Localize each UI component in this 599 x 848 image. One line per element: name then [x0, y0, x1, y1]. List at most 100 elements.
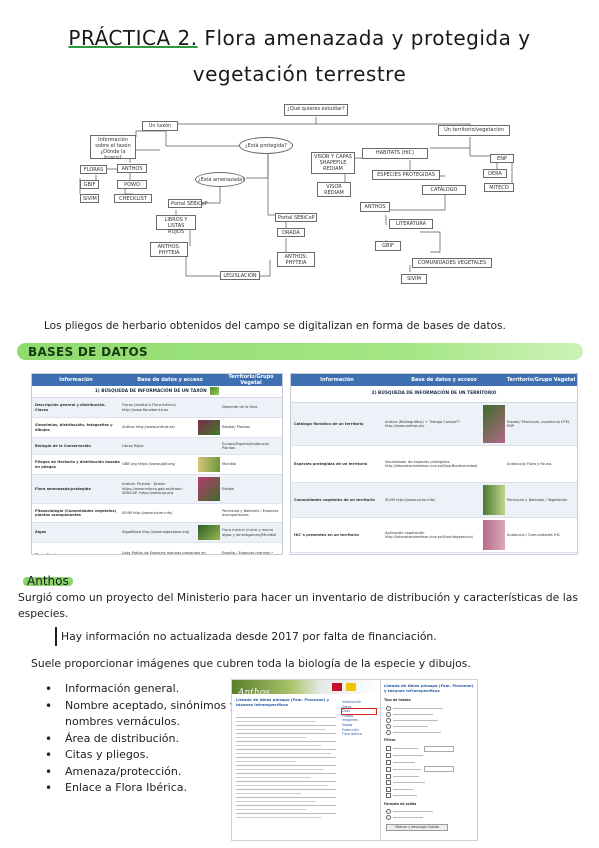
node-powo: POWO	[117, 180, 147, 189]
anthos-heading: Anthos	[27, 574, 69, 588]
radio-button[interactable]	[386, 711, 391, 717]
cell-territorio: Península y Baleares / Vegetación	[507, 497, 568, 502]
cell-info: Pliegos de Herbario y distribución basad…	[35, 460, 120, 469]
node-libros-rojos: LIBROS Y LISTAS ROJOS	[156, 215, 196, 235]
table-taxon-body: Descripción general y distribución. Clav…	[32, 398, 282, 555]
list-item: Nombre aceptado, sinónimos y nombres ver…	[43, 698, 250, 731]
node-habitats: HABITATS (HIC)	[362, 148, 428, 159]
list-item: Información general.	[43, 681, 250, 698]
node-un-taxon: Un taxón	[142, 121, 178, 131]
cell-territorio: Estatal/ Municipio, cuadrícula UTM, ENP	[507, 419, 570, 428]
cell-territorio: España / Especies marinas * También de H…	[222, 550, 273, 555]
cell-territorio: Península y Baleares / Especies acompaña…	[222, 508, 279, 517]
node-comunidades: COMUNIDADES VEGETALES	[412, 258, 492, 268]
page-title-prefix: PRÁCTICA 2.	[68, 26, 198, 50]
list-item: Área de distribución.	[43, 731, 250, 748]
cell-db: Floras (estatal o Flora Ibérica) http://…	[122, 403, 176, 412]
form-section-filtros: Filtros	[384, 737, 396, 742]
flag-icon	[332, 683, 342, 691]
form-radio-group	[381, 705, 477, 735]
cell-territorio: Andalucía/ Flora y Fauna.	[507, 461, 553, 466]
radio-button[interactable]	[386, 723, 391, 729]
node-sivim-right: SIVIM	[401, 274, 427, 284]
table-territorio-header: Información Base de datos y acceso Terri…	[291, 374, 577, 386]
filter-select[interactable]	[424, 766, 454, 773]
node-checklist: CHECKLIST	[114, 194, 152, 203]
col-header-terr: Territorio/Grupo Vegetal	[506, 377, 576, 383]
menu-item[interactable]: Información	[342, 700, 361, 704]
cell-info: Catálogo florístico de un territorio	[294, 421, 364, 426]
radio-button[interactable]	[386, 729, 391, 735]
menu-item[interactable]: Protección	[342, 727, 359, 732]
menu-item[interactable]: Pliegos	[342, 713, 354, 718]
checkbox[interactable]	[386, 753, 391, 759]
node-floras: FLORAS	[80, 165, 107, 174]
anthos-paragraph-2: Suele proporcionar imágenes que cubren t…	[31, 657, 471, 670]
table-row: Flora amenazada/protegida Anthos: Phyteia…	[32, 475, 282, 504]
anthos-website-screenshot: Anthos Listado de Abies pinsapo (Fam. Pi…	[231, 679, 381, 841]
menu-item[interactable]: Imágenes	[342, 718, 358, 723]
checkbox[interactable]	[386, 773, 391, 779]
page-title-line-1: PRÁCTICA 2. Flora amenazada y protegida …	[0, 26, 599, 50]
form-filter-group	[381, 745, 477, 799]
cell-info: Especies protegidas de un territorio	[294, 461, 368, 466]
intro-paragraph: Los pliegos de herbario obtenidos del ca…	[44, 320, 506, 332]
checkbox[interactable]	[386, 746, 391, 752]
menu-item[interactable]: Mapas	[342, 722, 353, 727]
quote-bar	[55, 627, 57, 646]
cell-info: Fitosociología (Comunidades vegetales) p…	[35, 508, 117, 517]
table-row: Pliegos de Herbario y distribución basad…	[32, 455, 282, 475]
form-format-group	[381, 809, 477, 821]
radio-button[interactable]	[386, 815, 391, 821]
filter-select[interactable]	[424, 745, 454, 752]
node-portal-sebicop-right: Portal SEBiCoP	[275, 213, 317, 222]
radio-button[interactable]	[386, 717, 391, 723]
menu-item[interactable]: Flora Ibérica	[342, 732, 362, 737]
download-list-button[interactable]: Mostrar y descargar listado	[386, 824, 448, 831]
checkbox[interactable]	[386, 780, 391, 786]
cell-db: Anthos (Bibliográfico) + Trabajo Campo??…	[385, 419, 460, 428]
checkbox[interactable]	[386, 766, 391, 772]
anthos-quote: Hay información no actualizada desde 201…	[61, 630, 437, 643]
checkbox[interactable]	[386, 786, 391, 792]
plant-thumbnail-icon	[198, 525, 220, 540]
node-anthos-phyteia-left: ANTHOS: PHYTEIA	[150, 242, 188, 257]
node-visor-rediam: VISOR REDIAM	[317, 182, 351, 197]
radio-button[interactable]	[386, 809, 391, 815]
cell-territorio: Flora marina (micro y macro algas y fane…	[222, 528, 277, 537]
cell-info: Flora amenazada/protegida	[35, 486, 91, 491]
cell-db: SIVIM http://www.sivim.info/	[385, 497, 436, 502]
checkbox[interactable]	[386, 759, 391, 765]
cell-territorio: Mundial	[222, 462, 237, 467]
node-portal-sebicop-left: Portal SEBiCoP	[168, 199, 208, 208]
anthos-highlight	[23, 577, 73, 586]
table-territorio-body: Catálogo florístico de un territorio Anth…	[291, 403, 577, 553]
node-info-taxon: Información sobre el taxón ¿Dónde la bus…	[90, 135, 136, 161]
cell-db: Anthos: Phyteia · Drada: https://www.mit…	[122, 482, 184, 496]
menu-item[interactable]: Datos	[342, 704, 352, 709]
checkbox[interactable]	[386, 793, 391, 799]
list-item: Enlace a Flora Ibérica.	[43, 780, 250, 797]
node-visor-capas: VISOR Y CAPAS SHAPEFILE REDIAM	[311, 152, 355, 174]
cell-db: Anthos http://www.anthos.es/	[122, 425, 175, 430]
node-root: ¿Qué quieres estudiar?	[284, 104, 348, 116]
cell-db: Aplicación vegetación http://laboratorio…	[385, 530, 474, 539]
cell-db: SIVIM http://www.sivim.info/	[122, 510, 173, 515]
cell-info: Biología de la Conservación	[35, 443, 91, 448]
menu-item-selected[interactable]: Citas	[341, 708, 377, 715]
col-header-info: Información	[320, 377, 354, 383]
list-item: Amenaza/protección.	[43, 764, 250, 781]
plant-thumbnail-icon	[210, 386, 220, 395]
section-banner	[17, 343, 583, 360]
radio-button[interactable]	[386, 705, 391, 711]
anthos-bullet-list: Información general. Nombre aceptado, si…	[43, 681, 250, 797]
form-section-tipo: Tipo de listado	[384, 698, 411, 702]
site-text-lines	[236, 714, 336, 821]
node-anthos-phyteia-right: ANTHOS: PHYTEIA	[277, 252, 315, 267]
table-territorio: Información Base de datos y acceso Terri…	[290, 373, 578, 555]
col-header-info: Información	[59, 377, 93, 383]
